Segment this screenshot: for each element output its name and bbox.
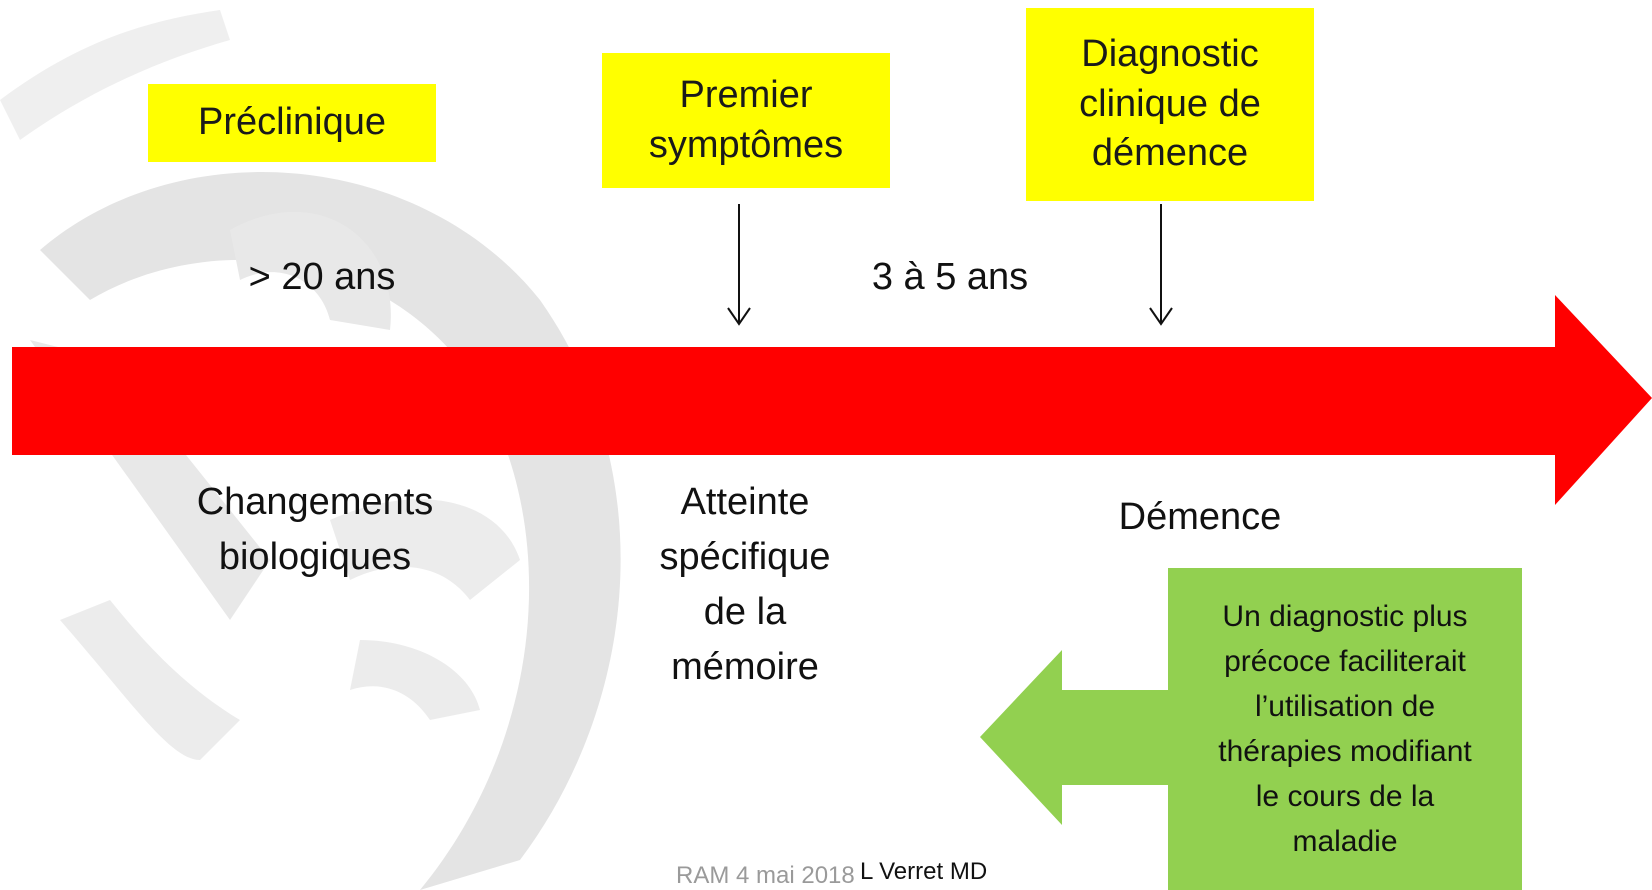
stage-dementia-description: Démence [1118,496,1282,538]
duration-symptoms-to-diagnosis: 3 à 5 ans [871,256,1029,298]
early-diagnosis-note: Un diagnostic plus précoce faciliterait … [1168,568,1522,890]
stage-preclinical-box: Préclinique [148,84,436,162]
down-arrow-icon [727,204,751,326]
stage-preclinical-description: Changements biologiques [196,481,434,579]
down-arrow-icon [1149,204,1173,326]
left-arrow-icon [980,650,1170,825]
stage-first-symptoms-box: Premier symptômes [602,53,890,188]
duration-preclinical: > 20 ans [248,256,396,298]
stage-clinical-diagnosis-box: Diagnostic clinique de démence [1026,8,1314,201]
footer-event: RAM 4 mai 2018 [676,862,855,889]
footer-author: L Verret MD [860,858,988,885]
stage-first-symptoms-description: Atteinte spécifique de la mémoire [659,481,831,689]
